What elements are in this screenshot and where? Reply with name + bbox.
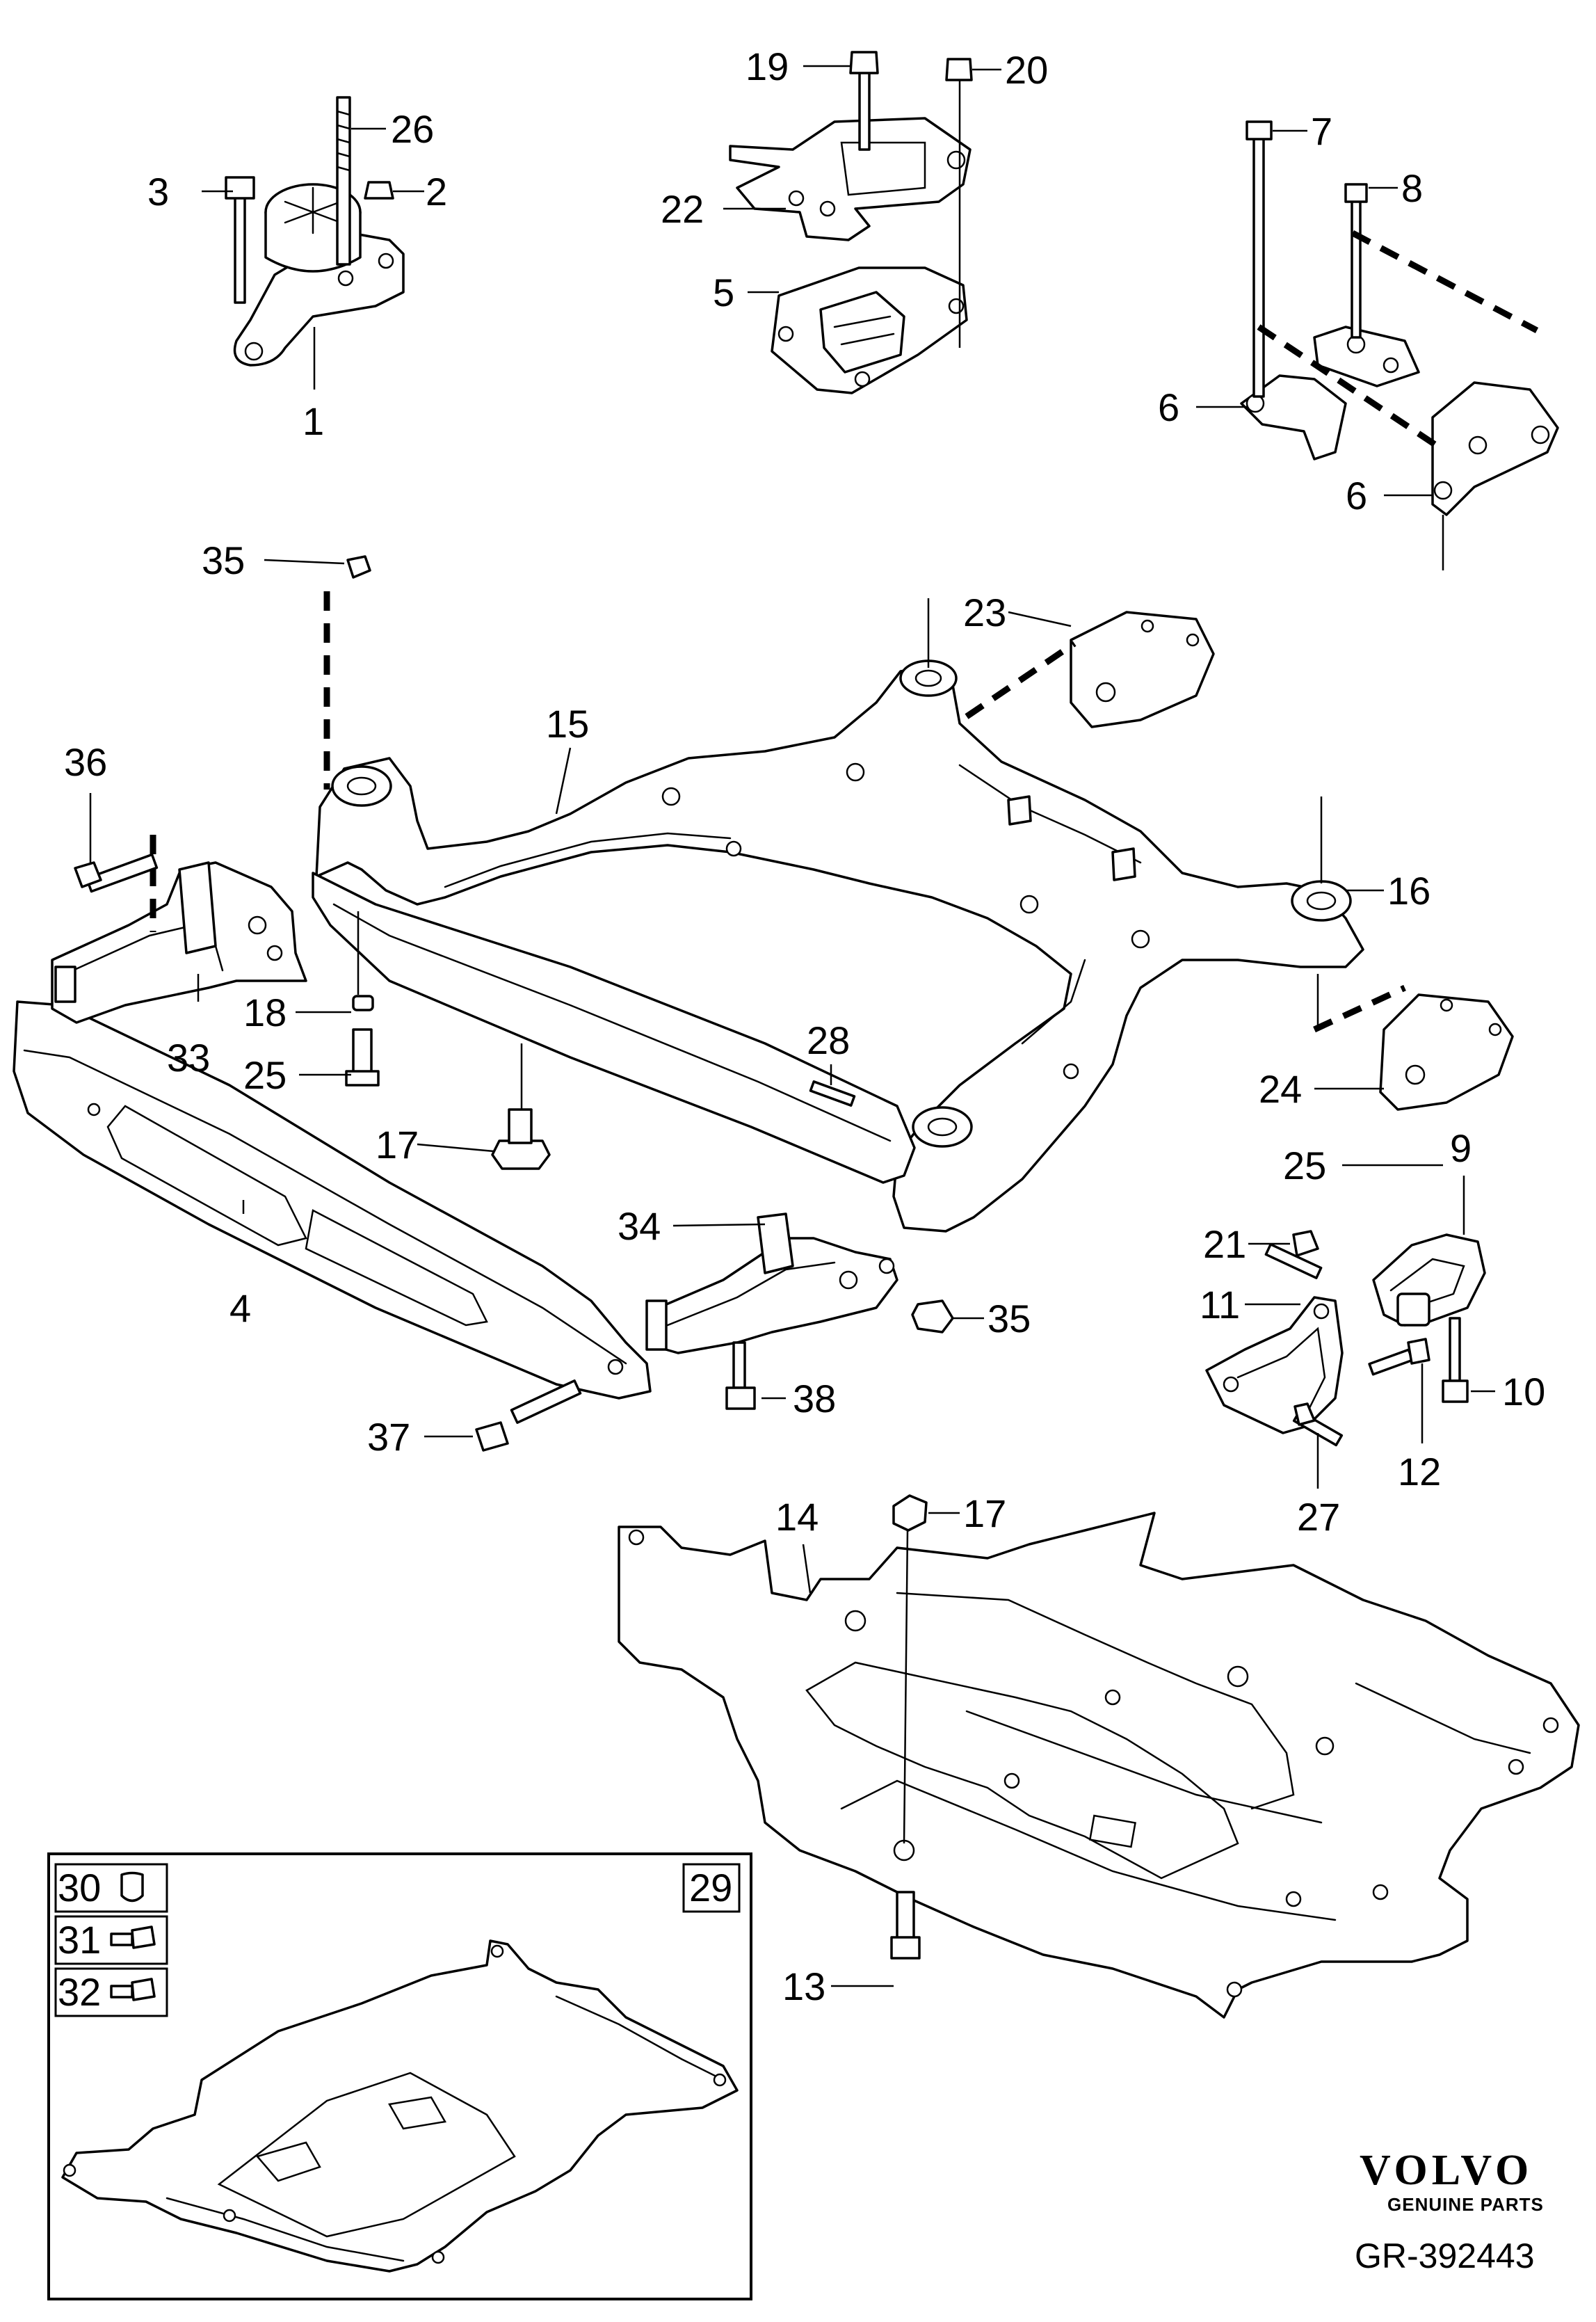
callout-6-upper: 6: [1158, 385, 1179, 429]
callout-27: 27: [1297, 1495, 1340, 1539]
callout-labels: 26 3 2 1 19 20 22 5 7 8 6 6 35 36 15 23 …: [58, 45, 1545, 2014]
callout-11: 11: [1200, 1283, 1240, 1327]
callout-36: 36: [64, 740, 107, 784]
leader-lines: [89, 65, 1495, 1987]
callout-29: 29: [689, 1866, 732, 1909]
callout-5: 5: [713, 271, 734, 314]
callout-16: 16: [1387, 869, 1430, 913]
callout-38: 38: [793, 1377, 836, 1420]
callout-37: 37: [367, 1415, 410, 1459]
transmission-mount-assembly: [1205, 1230, 1486, 1447]
callout-17-lower: 17: [963, 1491, 1006, 1535]
callout-6-lower: 6: [1346, 474, 1367, 518]
callout-20: 20: [1005, 48, 1048, 92]
callout-7: 7: [1311, 109, 1332, 153]
callout-35-upper: 35: [202, 538, 245, 582]
callout-34: 34: [618, 1204, 661, 1248]
callout-32: 32: [58, 1970, 101, 2014]
right-mount-bracket-assembly: [1240, 120, 1559, 570]
callout-4: 4: [229, 1286, 251, 1330]
callout-28: 28: [807, 1018, 850, 1062]
callout-19: 19: [745, 45, 789, 88]
callout-8: 8: [1401, 166, 1423, 210]
callout-22: 22: [661, 187, 704, 231]
callout-17-upper: 17: [376, 1123, 419, 1167]
callout-18: 18: [243, 991, 287, 1034]
callout-13: 13: [782, 1964, 825, 2008]
callout-15: 15: [546, 702, 589, 746]
volvo-logo: VOLVO: [1360, 2147, 1533, 2194]
callout-24: 24: [1259, 1067, 1302, 1111]
inset-panel: [47, 1852, 752, 2300]
callout-33: 33: [167, 1036, 210, 1080]
callout-26: 26: [391, 107, 434, 151]
splash-shield: [618, 1494, 1580, 2019]
brand-block: VOLVO GENUINE PARTS GR-392443: [1355, 2147, 1544, 2275]
callout-9: 9: [1450, 1126, 1472, 1170]
diagram-reference: GR-392443: [1355, 2236, 1535, 2275]
callout-21: 21: [1203, 1222, 1246, 1266]
callout-25-left: 25: [243, 1053, 287, 1097]
callout-2: 2: [426, 170, 447, 214]
front-crossmember: [13, 835, 954, 1452]
callout-23: 23: [963, 591, 1006, 634]
upper-mount-bracket-assembly: [729, 51, 973, 394]
front-subframe: [312, 555, 1514, 1233]
callout-12: 12: [1398, 1450, 1441, 1494]
callout-14: 14: [775, 1495, 819, 1539]
callout-31: 31: [58, 1918, 101, 1962]
callout-3: 3: [147, 170, 169, 214]
callout-35-lower: 35: [988, 1297, 1031, 1340]
genuine-parts-tagline: GENUINE PARTS: [1387, 2194, 1544, 2215]
engine-mount-assembly: [225, 96, 405, 367]
callout-25-right: 25: [1283, 1144, 1326, 1187]
callout-10: 10: [1502, 1370, 1545, 1414]
callout-30: 30: [58, 1866, 101, 1909]
callout-1: 1: [303, 399, 324, 443]
